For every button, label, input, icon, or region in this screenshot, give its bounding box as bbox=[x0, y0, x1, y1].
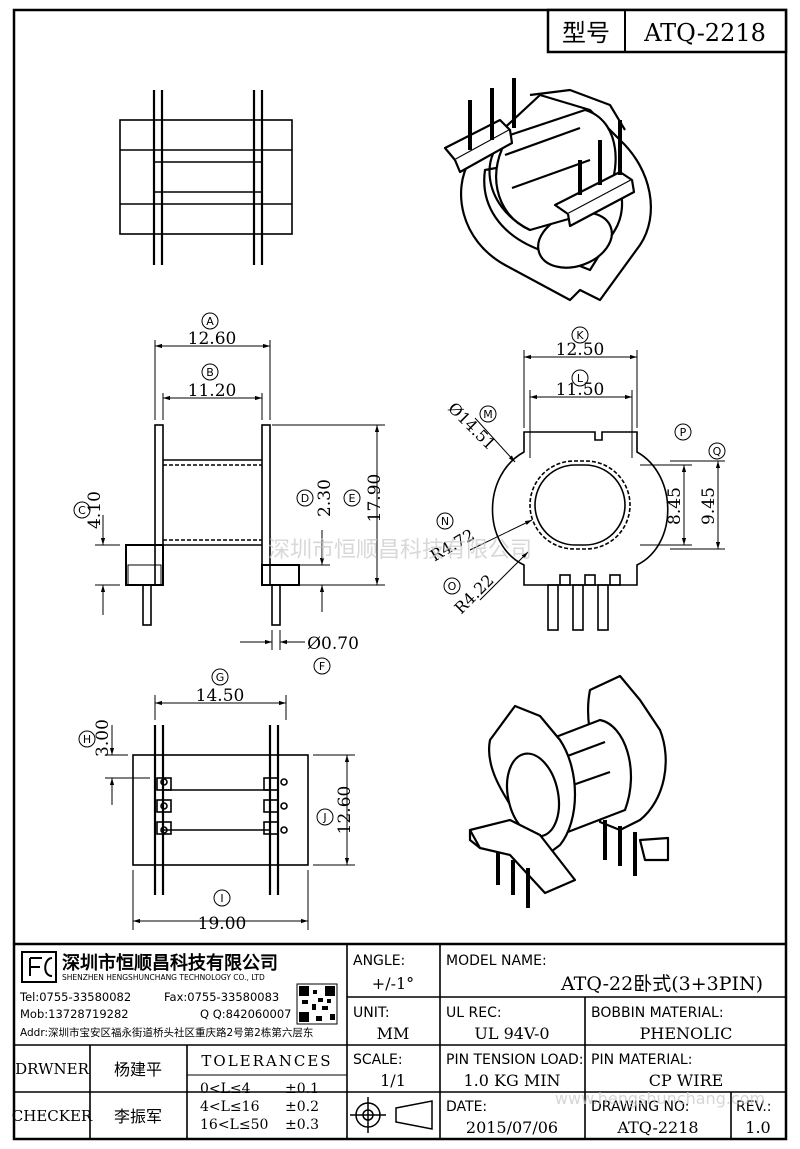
label-p: P bbox=[680, 426, 687, 439]
tol-value-2: ±0.2 bbox=[285, 1099, 319, 1115]
isometric-view-bottom bbox=[468, 674, 670, 908]
dim-g: 14.50 bbox=[196, 686, 245, 706]
bottom-view-labels: G 14.50 H 3.00 I 19.00 J 12.60 bbox=[78, 668, 355, 934]
tension-label: PIN TENSION LOAD: bbox=[446, 1052, 583, 1068]
ul-label: UL REC: bbox=[446, 1005, 502, 1021]
dim-p: 8.45 bbox=[665, 487, 685, 525]
front-view bbox=[491, 431, 669, 631]
company-block: 深圳市恒顺昌科技有限公司 SHENZHEN HENGSHUNCHANG TECH… bbox=[19, 951, 338, 1039]
label-h: H bbox=[83, 733, 91, 746]
tol-value-1: ±0.1 bbox=[285, 1081, 319, 1097]
bobbin-value: PHENOLIC bbox=[640, 1024, 733, 1043]
watermark-url: www.hengshunchang.com bbox=[555, 1089, 765, 1108]
watermark-cn: 深圳市恒顺昌科技有限公司 bbox=[268, 538, 532, 563]
qr-code-icon bbox=[296, 983, 338, 1025]
front-view-dimensions bbox=[469, 350, 725, 601]
company-logo-icon bbox=[21, 951, 57, 983]
scale-label: SCALE: bbox=[353, 1052, 403, 1068]
bottom-view-dimensions bbox=[105, 695, 355, 930]
date-label: DATE: bbox=[446, 1099, 487, 1115]
company-name-cn: 深圳市恒顺昌科技有限公司 bbox=[62, 952, 278, 974]
unit-label: UNIT: bbox=[353, 1005, 390, 1021]
title-block-grid bbox=[14, 942, 786, 1139]
label-a: A bbox=[206, 315, 214, 328]
dim-f: Ø0.70 bbox=[307, 634, 359, 654]
label-l: L bbox=[577, 372, 584, 385]
company-name-en: SHENZHEN HENGSHUNCHANG TECHNOLOGY CO., L… bbox=[62, 973, 265, 982]
angle-label: ANGLE: bbox=[353, 953, 405, 969]
dim-d: 2.30 bbox=[315, 479, 335, 517]
dim-h: 3.00 bbox=[93, 719, 113, 757]
dim-o: R4.22 bbox=[451, 571, 498, 618]
company-qq: Q Q:842060007 bbox=[200, 1007, 291, 1021]
drwner-label: DRWNER bbox=[15, 1060, 89, 1078]
dim-c: 4.10 bbox=[85, 491, 105, 529]
side-view-dimensions bbox=[95, 340, 385, 650]
dim-b: 11.20 bbox=[188, 381, 237, 401]
angle-value: +/-1° bbox=[372, 974, 414, 993]
model-name-value: ATQ-22卧式(3+3PIN) bbox=[560, 973, 763, 995]
isometric-view-top bbox=[443, 78, 652, 302]
bottom-view bbox=[132, 725, 309, 895]
label-c: C bbox=[78, 504, 86, 517]
model-name-label: MODEL NAME: bbox=[446, 953, 547, 969]
top-view bbox=[119, 90, 293, 265]
dim-e: 17.90 bbox=[365, 474, 385, 523]
dim-a: 12.60 bbox=[188, 329, 237, 349]
projection-symbol-icon bbox=[350, 1097, 433, 1133]
scale-value: 1/1 bbox=[380, 1071, 406, 1090]
checker-value: 李振军 bbox=[114, 1107, 162, 1126]
sheet-border bbox=[12, 8, 788, 1141]
dim-k: 12.50 bbox=[556, 340, 605, 360]
checker-label: CHECKER bbox=[12, 1107, 93, 1125]
label-q: Q bbox=[713, 445, 722, 458]
label-n: N bbox=[441, 515, 449, 528]
drawing-no-label: DRAWING NO: bbox=[591, 1099, 689, 1115]
tension-value: 1.0 KG MIN bbox=[463, 1071, 560, 1090]
tol-range-3: 16<L≤50 bbox=[200, 1117, 268, 1133]
dim-i: 19.00 bbox=[198, 914, 247, 934]
label-m: M bbox=[483, 408, 493, 421]
tolerances-label: TOLERANCES bbox=[201, 1052, 332, 1070]
company-mob: Mob:13728719282 bbox=[20, 1007, 129, 1021]
label-g: G bbox=[216, 671, 225, 684]
front-view-labels: K 12.50 L 11.50 M Ø14.51 N R4.72 O R4.22… bbox=[427, 326, 726, 618]
tol-value-3: ±0.3 bbox=[285, 1117, 319, 1133]
label-i: I bbox=[220, 892, 223, 905]
model-value: ATQ-2218 bbox=[643, 19, 766, 47]
pin-material-label: PIN MATERIAL: bbox=[591, 1052, 692, 1068]
rev-label: REV.: bbox=[736, 1099, 772, 1115]
ul-value: UL 94V-0 bbox=[474, 1024, 549, 1043]
tolerance-table: 0<L≤4 ±0.1 4<L≤16 ±0.2 16<L≤50 ±0.3 bbox=[200, 1081, 319, 1133]
label-k: K bbox=[576, 329, 584, 342]
label-d: D bbox=[301, 492, 309, 505]
company-tel: Tel:0755-33580082 bbox=[19, 990, 131, 1004]
tol-range-2: 4<L≤16 bbox=[200, 1099, 260, 1115]
drwner-value: 杨建平 bbox=[114, 1060, 162, 1079]
bobbin-label: BOBBIN MATERIAL: bbox=[591, 1005, 724, 1021]
model-label: 型号 bbox=[562, 19, 610, 47]
dim-j: 12.60 bbox=[335, 786, 355, 835]
dim-q: 9.45 bbox=[699, 487, 719, 525]
side-view-labels: A 12.60 B 11.20 C 4.10 D 2.30 E 17.90 Ø0… bbox=[73, 312, 385, 675]
model-header: 型号 ATQ-2218 bbox=[546, 8, 788, 54]
drawing-no-value: ATQ-2218 bbox=[616, 1118, 698, 1137]
label-o: O bbox=[448, 580, 457, 593]
label-b: B bbox=[206, 366, 214, 379]
unit-value: MM bbox=[377, 1024, 410, 1043]
company-fax: Fax:0755-33580083 bbox=[164, 990, 279, 1004]
label-e: E bbox=[349, 492, 356, 505]
side-view bbox=[125, 424, 300, 626]
dim-l: 11.50 bbox=[556, 380, 605, 400]
tol-range-1: 0<L≤4 bbox=[200, 1081, 251, 1097]
label-j: J bbox=[322, 811, 326, 824]
date-value: 2015/07/06 bbox=[466, 1118, 558, 1137]
company-address: Addr:深圳市宝安区福永街道桥头社区重庆路2号第2栋第六层东 bbox=[20, 1026, 313, 1039]
label-f: F bbox=[319, 660, 325, 673]
pin-material-value: CP WIRE bbox=[649, 1071, 724, 1090]
rev-value: 1.0 bbox=[745, 1118, 770, 1137]
